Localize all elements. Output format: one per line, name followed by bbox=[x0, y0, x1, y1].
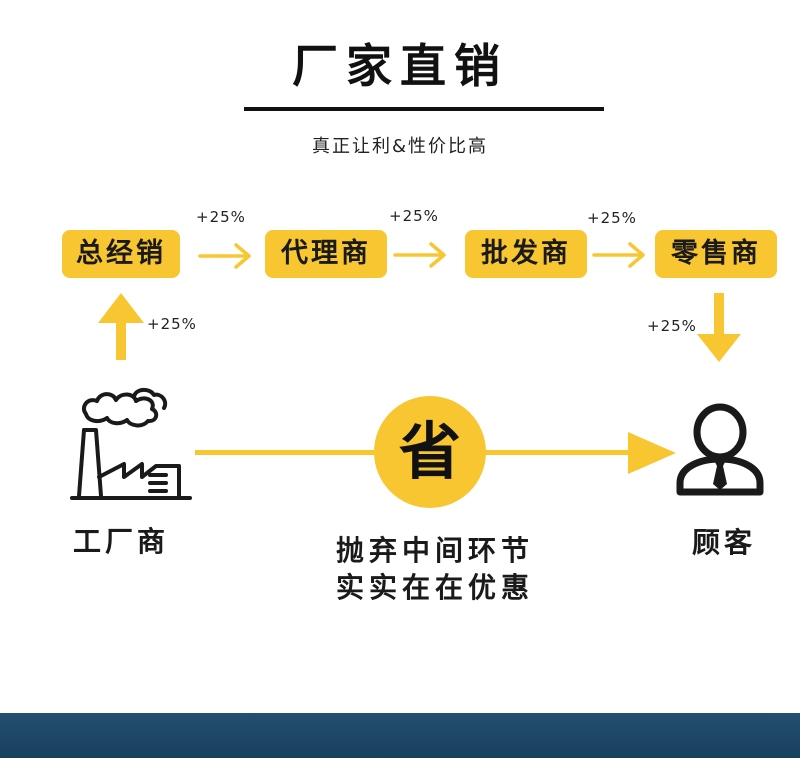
markup-label: +25% bbox=[196, 208, 246, 226]
node-general-distributor: 总经销 bbox=[62, 230, 180, 278]
markup-label: +25% bbox=[587, 209, 637, 227]
person-icon bbox=[676, 403, 764, 496]
slogan-line: 抛弃中间环节 bbox=[335, 534, 534, 567]
arrow-right bbox=[198, 243, 251, 269]
factory-icon bbox=[70, 387, 192, 500]
page-subtitle: 真正让利&性价比高 bbox=[311, 136, 489, 157]
node-retailer: 零售商 bbox=[655, 230, 777, 278]
direct-path-arrowhead bbox=[628, 432, 676, 474]
arrow-up bbox=[98, 293, 144, 360]
arrow-right bbox=[592, 242, 645, 268]
node-wholesaler: 批发商 bbox=[465, 230, 587, 278]
saving-circle bbox=[374, 396, 486, 508]
title-underline bbox=[244, 107, 604, 111]
footer-band bbox=[0, 713, 800, 758]
page-title: 厂家直销 bbox=[292, 39, 508, 93]
save-badge: 省 bbox=[398, 415, 461, 488]
node-agent: 代理商 bbox=[265, 230, 387, 278]
arrow-right bbox=[393, 242, 446, 268]
markup-label: +25% bbox=[147, 315, 197, 333]
arrow-down bbox=[697, 293, 741, 362]
slogan-line: 实实在在优惠 bbox=[335, 571, 534, 604]
origin-label: 工厂商 bbox=[73, 525, 170, 558]
markup-label: +25% bbox=[647, 317, 697, 335]
destination-label: 顾客 bbox=[692, 526, 757, 559]
markup-label: +25% bbox=[389, 207, 439, 225]
